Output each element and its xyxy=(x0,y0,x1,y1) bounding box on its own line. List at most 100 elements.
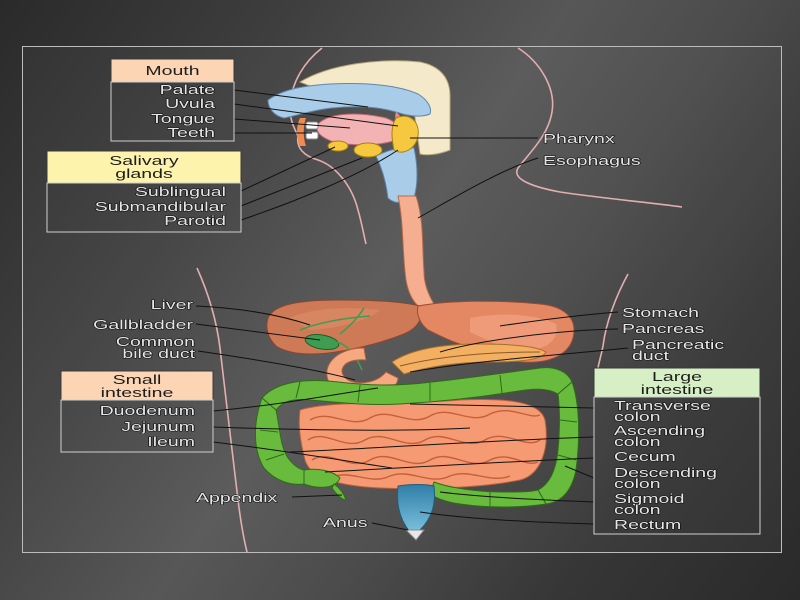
large-intestine-header-title-line2: intestine xyxy=(641,382,714,397)
cecum-leader-line xyxy=(324,457,595,473)
small-intestine-coil xyxy=(309,409,541,423)
small-intestine-organ xyxy=(298,399,547,490)
ascending-colon-leader-line xyxy=(289,436,595,453)
appendix-shape xyxy=(331,483,347,501)
liver-highlight xyxy=(290,308,380,330)
haustra-line xyxy=(499,374,503,394)
sublingual-gland-shape xyxy=(327,140,349,152)
label-jejunum: Jejunum xyxy=(121,419,195,434)
esophagus-leader-line xyxy=(417,157,539,219)
haustra-line xyxy=(559,419,578,423)
label-common-bile-duct-line2: bile duct xyxy=(122,346,195,361)
salivary-glands-header-box xyxy=(46,150,242,184)
haustra-line xyxy=(295,381,301,399)
stomach-leader-line xyxy=(499,311,619,327)
salivary-glands-list-box xyxy=(46,182,242,233)
label-pancreas: Pancreas xyxy=(622,321,705,336)
submandibular-leader-line xyxy=(240,157,363,207)
small-intestine-list-box xyxy=(60,399,214,453)
palate-leader-line xyxy=(233,89,369,108)
label-sublingual: Sublingual xyxy=(135,184,226,199)
upper-abdomen-organs xyxy=(266,299,575,396)
diagram-frame xyxy=(22,46,782,553)
liver-vessel xyxy=(339,307,365,335)
label-descending-colon-line2: colon xyxy=(614,476,661,491)
tongue-shape xyxy=(316,113,400,146)
small-intestine-coil xyxy=(329,472,511,480)
head-outline-back xyxy=(515,47,683,208)
common-bile-duct-leader-line xyxy=(197,350,356,381)
label-transverse-colon-line2: colon xyxy=(614,409,661,424)
label-ascending-colon-line2: colon xyxy=(614,434,661,449)
large-intestine-header-title-line1: Large xyxy=(652,369,702,384)
label-palate: Palate xyxy=(160,82,215,97)
haustra-line xyxy=(259,429,279,433)
standalone-labels: Pharynx Esophagus Liver Gallbladder Comm… xyxy=(93,130,726,530)
anus-leader-line xyxy=(371,522,409,531)
label-transverse-colon-line1: Transverse xyxy=(614,398,711,413)
label-sigmoid-colon-line1: Sigmoid xyxy=(614,491,685,506)
torso-outline-right xyxy=(597,273,629,369)
haustra-line xyxy=(265,453,285,461)
lips-shape xyxy=(297,118,306,146)
label-pancreatic-duct-line1: Pancreatic xyxy=(632,337,725,352)
mouth-list-box xyxy=(110,81,235,142)
label-tongue: Tongue xyxy=(151,111,215,126)
pancreatic-duct-leader-line xyxy=(409,347,629,373)
descending-colon-leader-line xyxy=(564,465,595,479)
pancreatic-duct-shape xyxy=(399,351,541,367)
rectum-shape xyxy=(397,484,435,533)
small-intestine-coil xyxy=(311,455,539,465)
tongue-leader-line xyxy=(233,118,351,129)
mouth-header-title: Mouth xyxy=(145,63,199,78)
liver-vessels xyxy=(299,307,371,335)
head-organs xyxy=(267,60,451,203)
colon-haustra-lines xyxy=(259,374,578,506)
parotid-leader-line xyxy=(240,149,399,221)
jejunum-leader-line xyxy=(212,426,471,431)
liver-vessel xyxy=(299,315,371,331)
salivary-glands-header-title-line2: glands xyxy=(115,166,173,181)
small-intestine-header-title-line1: Small xyxy=(113,372,162,387)
label-teeth: Teeth xyxy=(167,125,215,140)
large-intestine-label-group: Large intestine Transverse colon Ascendi… xyxy=(593,367,761,535)
label-anus: Anus xyxy=(323,515,368,530)
label-pharynx: Pharynx xyxy=(543,131,615,146)
lower-teeth xyxy=(305,131,319,140)
label-ascending-colon-line1: Ascending xyxy=(614,423,705,438)
rectum-leader-line xyxy=(419,511,595,525)
submandibular-gland-shape xyxy=(353,142,383,158)
uvula-leader-line xyxy=(233,103,399,127)
leader-lines xyxy=(195,89,629,531)
sublingual-leader-line xyxy=(240,146,336,192)
gallbladder-leader-line xyxy=(195,323,321,341)
small-intestine-header-title-line2: intestine xyxy=(101,385,174,400)
label-parotid: Parotid xyxy=(164,213,226,228)
small-intestine-header-box xyxy=(60,370,214,401)
parotid-gland-shape xyxy=(391,115,419,153)
body-outline xyxy=(196,47,683,553)
small-intestine-label-group: Small intestine Duodenum Jejunum Ileum xyxy=(60,370,214,453)
label-sigmoid-colon-line2: colon xyxy=(614,502,661,517)
sigmoid-colon-leader-line xyxy=(439,491,595,503)
pancreas-leader-line xyxy=(439,328,619,353)
label-ileum: Ileum xyxy=(147,434,195,449)
label-common-bile-duct-line1: Common xyxy=(116,334,195,349)
salivary-glands-label-group: Salivary glands Sublingual Submandibular… xyxy=(46,150,242,233)
label-esophagus: Esophagus xyxy=(543,153,641,168)
label-gallbladder: Gallbladder xyxy=(93,317,194,332)
label-stomach: Stomach xyxy=(622,305,699,320)
haustra-line xyxy=(357,384,361,403)
label-rectum: Rectum xyxy=(614,517,681,532)
label-cecum: Cecum xyxy=(614,449,676,464)
label-pancreatic-duct-line2: duct xyxy=(632,348,669,363)
appendix-leader-line xyxy=(291,494,343,498)
label-descending-colon-line1: Descending xyxy=(614,465,717,480)
label-appendix: Appendix xyxy=(196,490,278,505)
pancreas-shape xyxy=(391,343,547,375)
torso-outline-left xyxy=(196,267,248,553)
small-intestine-coil xyxy=(307,435,541,445)
large-intestine-organ xyxy=(254,367,580,541)
label-liver: Liver xyxy=(151,297,194,312)
